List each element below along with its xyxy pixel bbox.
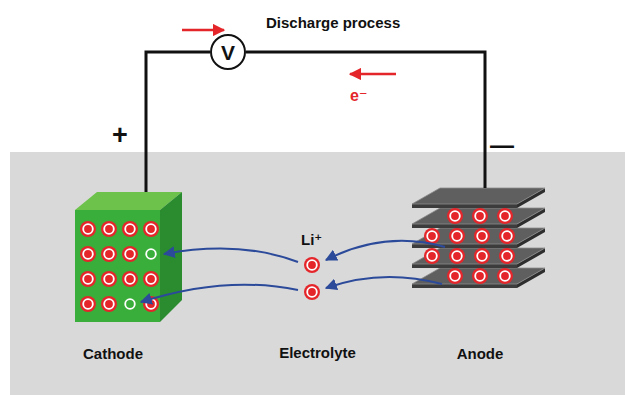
voltmeter: V (210, 34, 246, 70)
lithium-ion (449, 248, 465, 264)
lithium-ion (447, 268, 463, 284)
lithium-ion (447, 208, 463, 224)
part-name: Cathode (60, 346, 166, 361)
cathode: Cathode (60, 192, 166, 372)
lithium-ion (143, 271, 159, 287)
lithium-ion (474, 248, 490, 264)
anode: Anode (410, 188, 550, 372)
lithium-ion (497, 208, 513, 224)
lithium-ion (122, 271, 138, 287)
lithium-ion (499, 248, 515, 264)
electron-label: e⁻ (350, 88, 367, 104)
graphite-sheet (412, 248, 545, 268)
lithium-ion (122, 221, 138, 237)
ion-path (141, 241, 445, 302)
lithium-ion (424, 248, 440, 264)
lithium-ion (101, 246, 117, 262)
diagram-title: Discharge process (266, 15, 400, 30)
lithium-ion (472, 268, 488, 284)
lithium-ion (424, 228, 440, 244)
lithium-ion (497, 268, 513, 284)
cathode-ions (80, 221, 159, 312)
lithium-ion (101, 221, 117, 237)
lithium-ion (304, 284, 320, 300)
wire (146, 52, 210, 192)
lithium-ion (101, 271, 117, 287)
cathode-cube (75, 192, 182, 322)
terminal-sign: — (490, 133, 514, 157)
lithium-ion (143, 221, 159, 237)
lithium-ion (80, 271, 96, 287)
electrolyte-band: ElectrolyteCathodeAnode (10, 152, 625, 395)
wire (246, 52, 485, 188)
graphite-sheet (412, 268, 545, 288)
lithium-ion (80, 246, 96, 262)
graphite-sheet (412, 208, 545, 228)
terminal-sign: + (112, 122, 128, 149)
lithium-ion (304, 257, 320, 273)
vacancy-site (122, 296, 138, 312)
graphite-sheet (412, 228, 545, 248)
meter-symbol: V (221, 42, 235, 63)
lithium-ion (472, 208, 488, 224)
lithium-ion (80, 296, 96, 312)
anode-sheets (412, 188, 545, 288)
electrolyte-ground (10, 152, 625, 395)
graphite-sheet (412, 188, 545, 208)
vacancy-site (143, 246, 159, 262)
lithium-ion (122, 246, 138, 262)
lithium-ion (101, 296, 117, 312)
ion-label: Li⁺ (301, 232, 322, 247)
part-name: Anode (410, 346, 550, 361)
lithium-ion (474, 228, 490, 244)
lithium-ion (499, 228, 515, 244)
lithium-ion (80, 221, 96, 237)
lithium-ion (449, 228, 465, 244)
